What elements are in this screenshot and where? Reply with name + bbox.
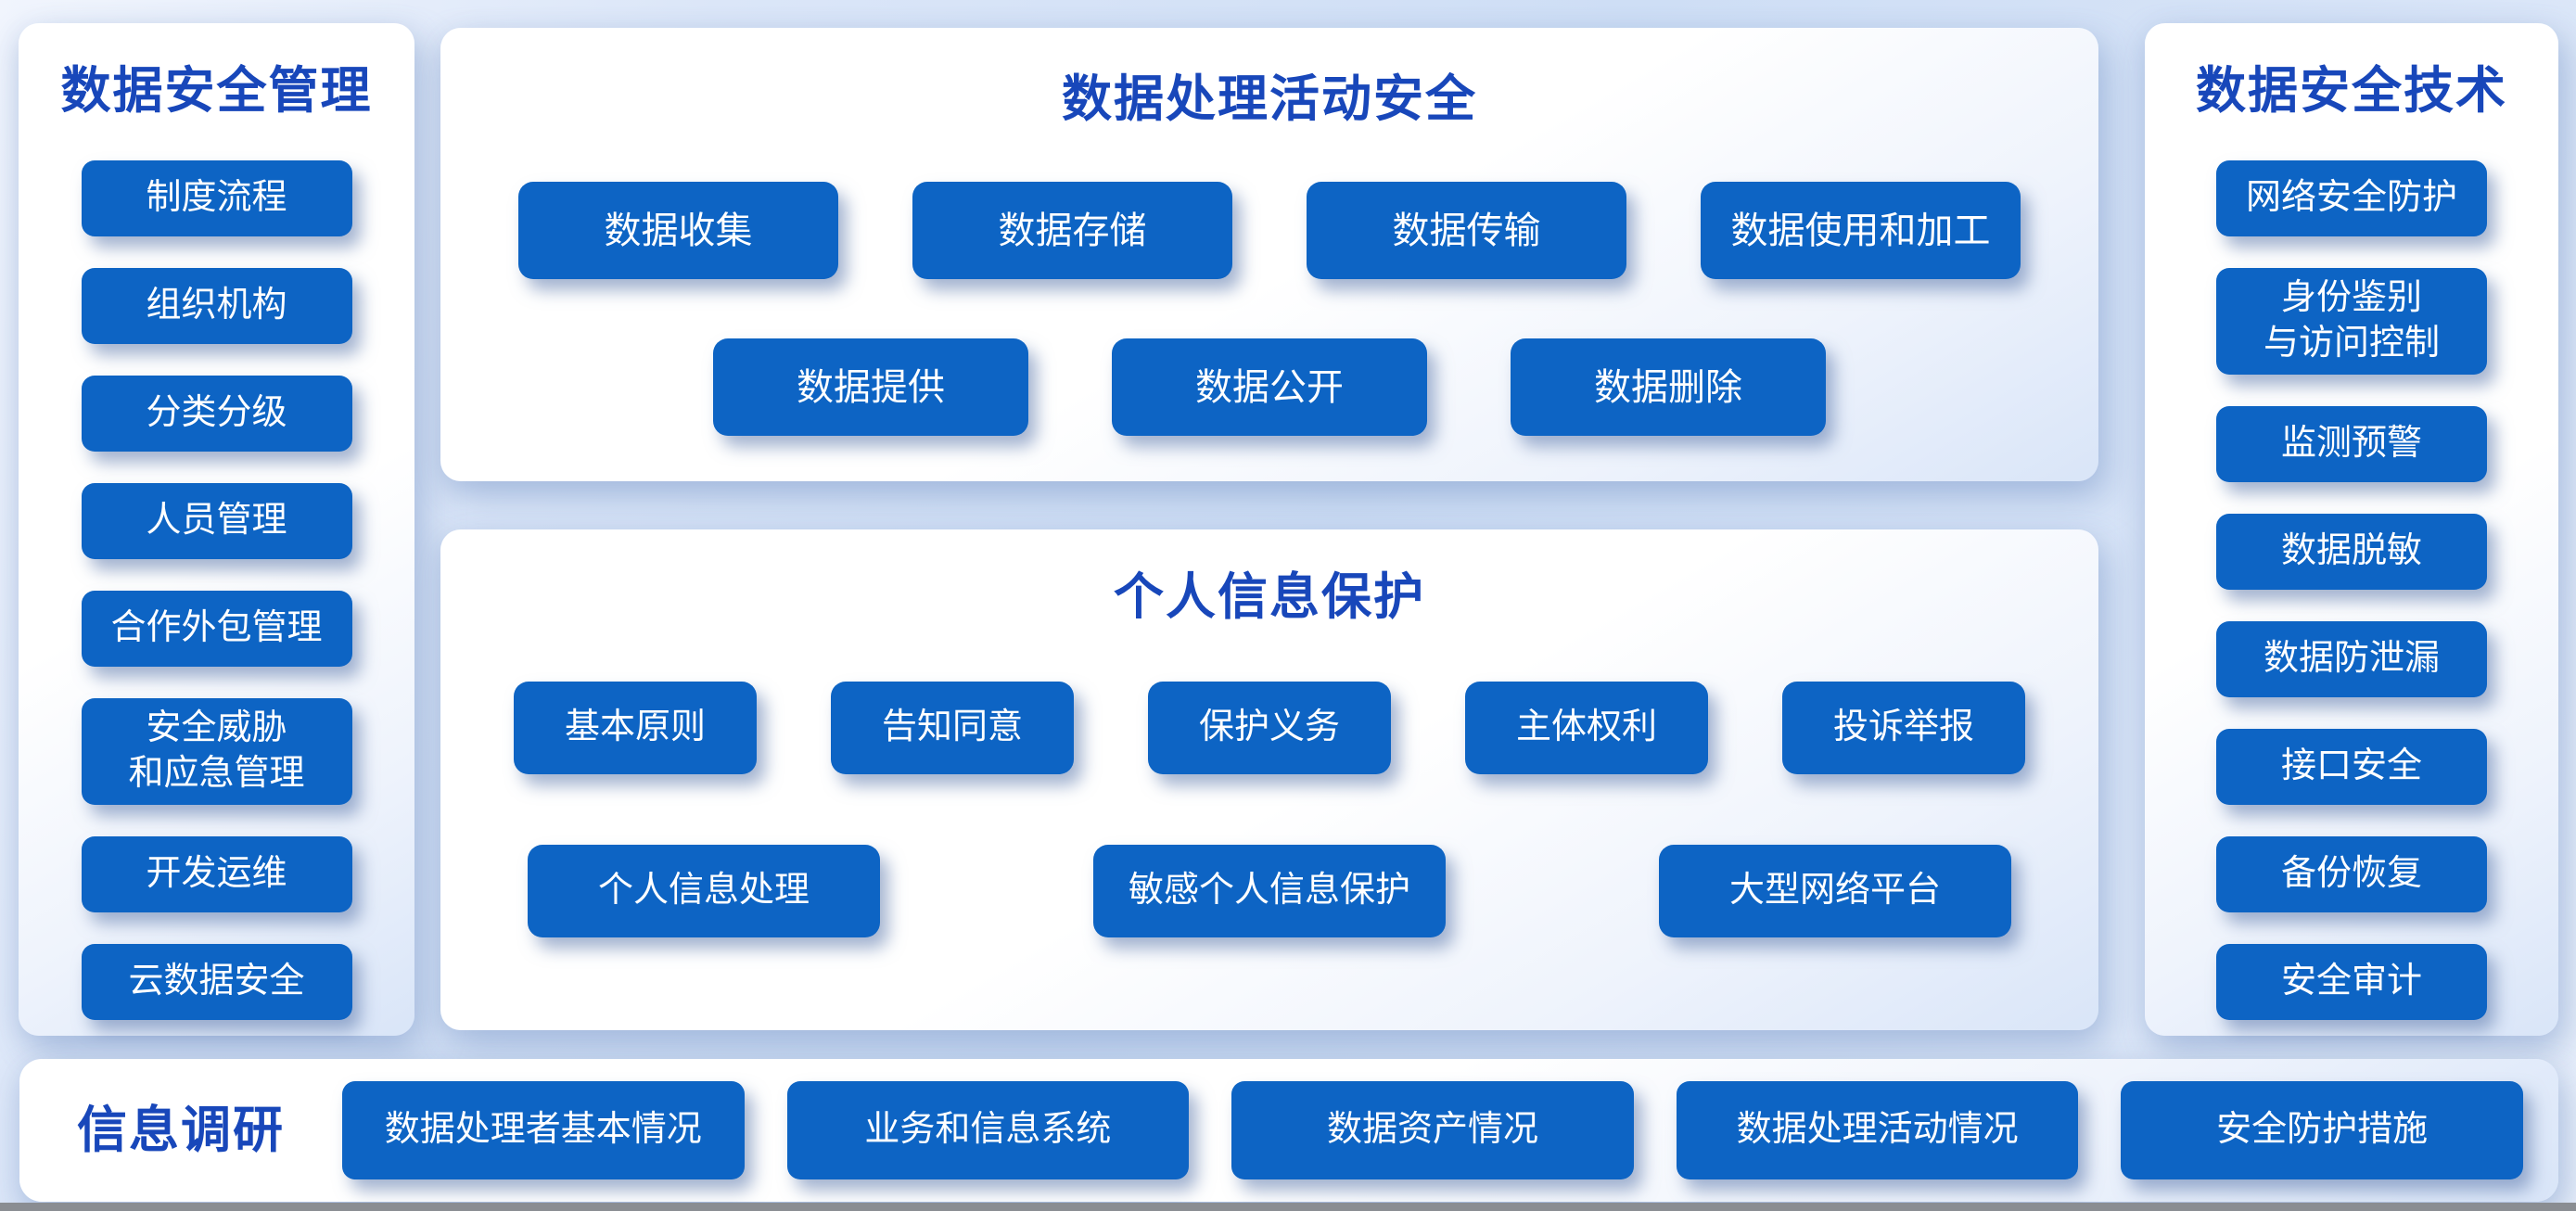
button-label: 安全审计 <box>2280 962 2422 1001</box>
button-label: 人员管理 <box>146 501 287 541</box>
personal-item-button[interactable]: 告知同意 <box>831 682 1074 775</box>
window-bottom-edge <box>0 1203 2576 1211</box>
button-label: 数据删除 <box>1594 366 1742 408</box>
technology-item-button[interactable]: 数据防泄漏 <box>2216 620 2487 697</box>
survey-item-button[interactable]: 业务和信息系统 <box>786 1081 1190 1179</box>
button-label: 业务和信息系统 <box>864 1110 1112 1150</box>
button-label: 大型网络平台 <box>1728 871 1941 911</box>
process-row-2: 数据提供 数据公开 数据删除 <box>440 338 2098 437</box>
process-item-button[interactable]: 数据使用和加工 <box>1701 182 2021 280</box>
button-label: 数据防泄漏 <box>2263 639 2440 679</box>
personal-item-button[interactable]: 投诉举报 <box>1782 682 2025 775</box>
management-item-button[interactable]: 开发运维 <box>81 835 352 912</box>
management-item-button[interactable]: 合作外包管理 <box>81 591 352 668</box>
personal-row-2: 个人信息处理 敏感个人信息保护 大型网络平台 <box>440 845 2098 938</box>
process-item-button[interactable]: 数据存储 <box>912 182 1232 280</box>
button-label: 数据使用和加工 <box>1730 210 1991 251</box>
panel-data-security-technology: 数据安全技术 网络安全防护 身份鉴别 与访问控制 监测预警 数据脱敏 数据防泄漏… <box>2145 23 2558 1036</box>
button-label: 开发运维 <box>146 854 287 894</box>
personal-item-button[interactable]: 敏感个人信息保护 <box>1093 845 1446 938</box>
button-label: 投诉举报 <box>1832 707 1974 747</box>
button-label: 数据资产情况 <box>1326 1110 1538 1150</box>
survey-item-button[interactable]: 安全防护措施 <box>2121 1081 2523 1179</box>
button-label: 数据脱敏 <box>2280 531 2422 571</box>
button-label: 组织机构 <box>146 286 287 325</box>
button-label: 制度流程 <box>146 178 287 218</box>
technology-item-button[interactable]: 备份恢复 <box>2216 835 2487 912</box>
technology-item-button[interactable]: 监测预警 <box>2216 405 2487 482</box>
button-label: 监测预警 <box>2280 424 2422 464</box>
panel-data-processing-activity-security: 数据处理活动安全 数据收集 数据存储 数据传输 数据使用和加工 数据提供 数据公… <box>440 28 2098 481</box>
panel-title-data-processing-activity-security: 数据处理活动安全 <box>1062 71 1477 127</box>
survey-item-button[interactable]: 数据资产情况 <box>1231 1081 1634 1179</box>
personal-item-button[interactable]: 个人信息处理 <box>528 845 880 938</box>
technology-item-button[interactable]: 安全审计 <box>2216 943 2487 1020</box>
personal-item-button[interactable]: 大型网络平台 <box>1659 845 2011 938</box>
button-label: 告知同意 <box>881 707 1023 747</box>
survey-item-button[interactable]: 数据处理活动情况 <box>1676 1081 2079 1179</box>
button-label: 数据公开 <box>1195 366 1344 408</box>
button-label: 接口安全 <box>2280 746 2422 786</box>
panel-title-data-security-technology: 数据安全技术 <box>2196 63 2507 119</box>
button-label: 合作外包管理 <box>110 608 323 648</box>
button-label: 个人信息处理 <box>597 871 810 911</box>
panel-title-information-survey: 信息调研 <box>77 1102 285 1158</box>
button-label: 数据处理者基本情况 <box>384 1110 702 1150</box>
personal-row-1: 基本原则 告知同意 保护义务 主体权利 投诉举报 <box>440 682 2098 775</box>
personal-item-button[interactable]: 基本原则 <box>514 682 757 775</box>
personal-item-button[interactable]: 保护义务 <box>1148 682 1391 775</box>
button-label: 敏感个人信息保护 <box>1128 871 1410 911</box>
panel-title-data-security-management: 数据安全管理 <box>60 63 373 119</box>
button-label: 身份鉴别 与访问控制 <box>2263 278 2440 363</box>
process-item-button[interactable]: 数据删除 <box>1511 338 1826 437</box>
management-item-button[interactable]: 安全威胁 和应急管理 <box>81 698 352 805</box>
button-label: 云数据安全 <box>128 962 305 1001</box>
technology-item-button[interactable]: 数据脱敏 <box>2216 513 2487 590</box>
management-items: 制度流程 组织机构 分类分级 人员管理 合作外包管理 安全威胁 和应急管理 开发… <box>81 160 352 1020</box>
technology-item-button[interactable]: 身份鉴别 与访问控制 <box>2216 268 2487 375</box>
button-label: 数据收集 <box>604 210 753 251</box>
button-label: 基本原则 <box>564 707 706 747</box>
process-item-button[interactable]: 数据传输 <box>1307 182 1626 280</box>
button-label: 数据处理活动情况 <box>1736 1110 2019 1150</box>
personal-item-button[interactable]: 主体权利 <box>1465 682 1708 775</box>
panel-information-survey: 信息调研 数据处理者基本情况 业务和信息系统 数据资产情况 数据处理活动情况 安… <box>19 1059 2558 1202</box>
panel-personal-information-protection: 个人信息保护 基本原则 告知同意 保护义务 主体权利 投诉举报 个人信息处理 敏… <box>440 529 2098 1030</box>
panel-title-personal-information-protection: 个人信息保护 <box>1114 569 1425 625</box>
button-label: 数据存储 <box>998 210 1147 251</box>
button-label: 安全威胁 和应急管理 <box>128 708 305 794</box>
survey-items: 数据处理者基本情况 业务和信息系统 数据资产情况 数据处理活动情况 安全防护措施 <box>342 1081 2523 1179</box>
button-label: 分类分级 <box>146 393 287 433</box>
button-label: 数据传输 <box>1392 210 1541 251</box>
panel-data-security-management: 数据安全管理 制度流程 组织机构 分类分级 人员管理 合作外包管理 安全威胁 和… <box>19 23 414 1036</box>
survey-item-button[interactable]: 数据处理者基本情况 <box>342 1081 745 1179</box>
button-label: 保护义务 <box>1198 707 1340 747</box>
management-item-button[interactable]: 组织机构 <box>81 268 352 345</box>
technology-item-button[interactable]: 网络安全防护 <box>2216 160 2487 237</box>
management-item-button[interactable]: 人员管理 <box>81 483 352 560</box>
process-item-button[interactable]: 数据提供 <box>713 338 1028 437</box>
button-label: 网络安全防护 <box>2245 178 2457 218</box>
technology-item-button[interactable]: 接口安全 <box>2216 728 2487 805</box>
management-item-button[interactable]: 制度流程 <box>81 160 352 237</box>
management-item-button[interactable]: 云数据安全 <box>81 943 352 1020</box>
button-label: 备份恢复 <box>2280 854 2422 894</box>
process-row-1: 数据收集 数据存储 数据传输 数据使用和加工 <box>440 182 2098 280</box>
button-label: 数据提供 <box>797 366 945 408</box>
technology-items: 网络安全防护 身份鉴别 与访问控制 监测预警 数据脱敏 数据防泄漏 接口安全 备… <box>2216 160 2487 1020</box>
process-item-button[interactable]: 数据收集 <box>518 182 838 280</box>
button-label: 安全防护措施 <box>2216 1110 2429 1150</box>
process-item-button[interactable]: 数据公开 <box>1112 338 1427 437</box>
management-item-button[interactable]: 分类分级 <box>81 376 352 453</box>
button-label: 主体权利 <box>1515 707 1657 747</box>
